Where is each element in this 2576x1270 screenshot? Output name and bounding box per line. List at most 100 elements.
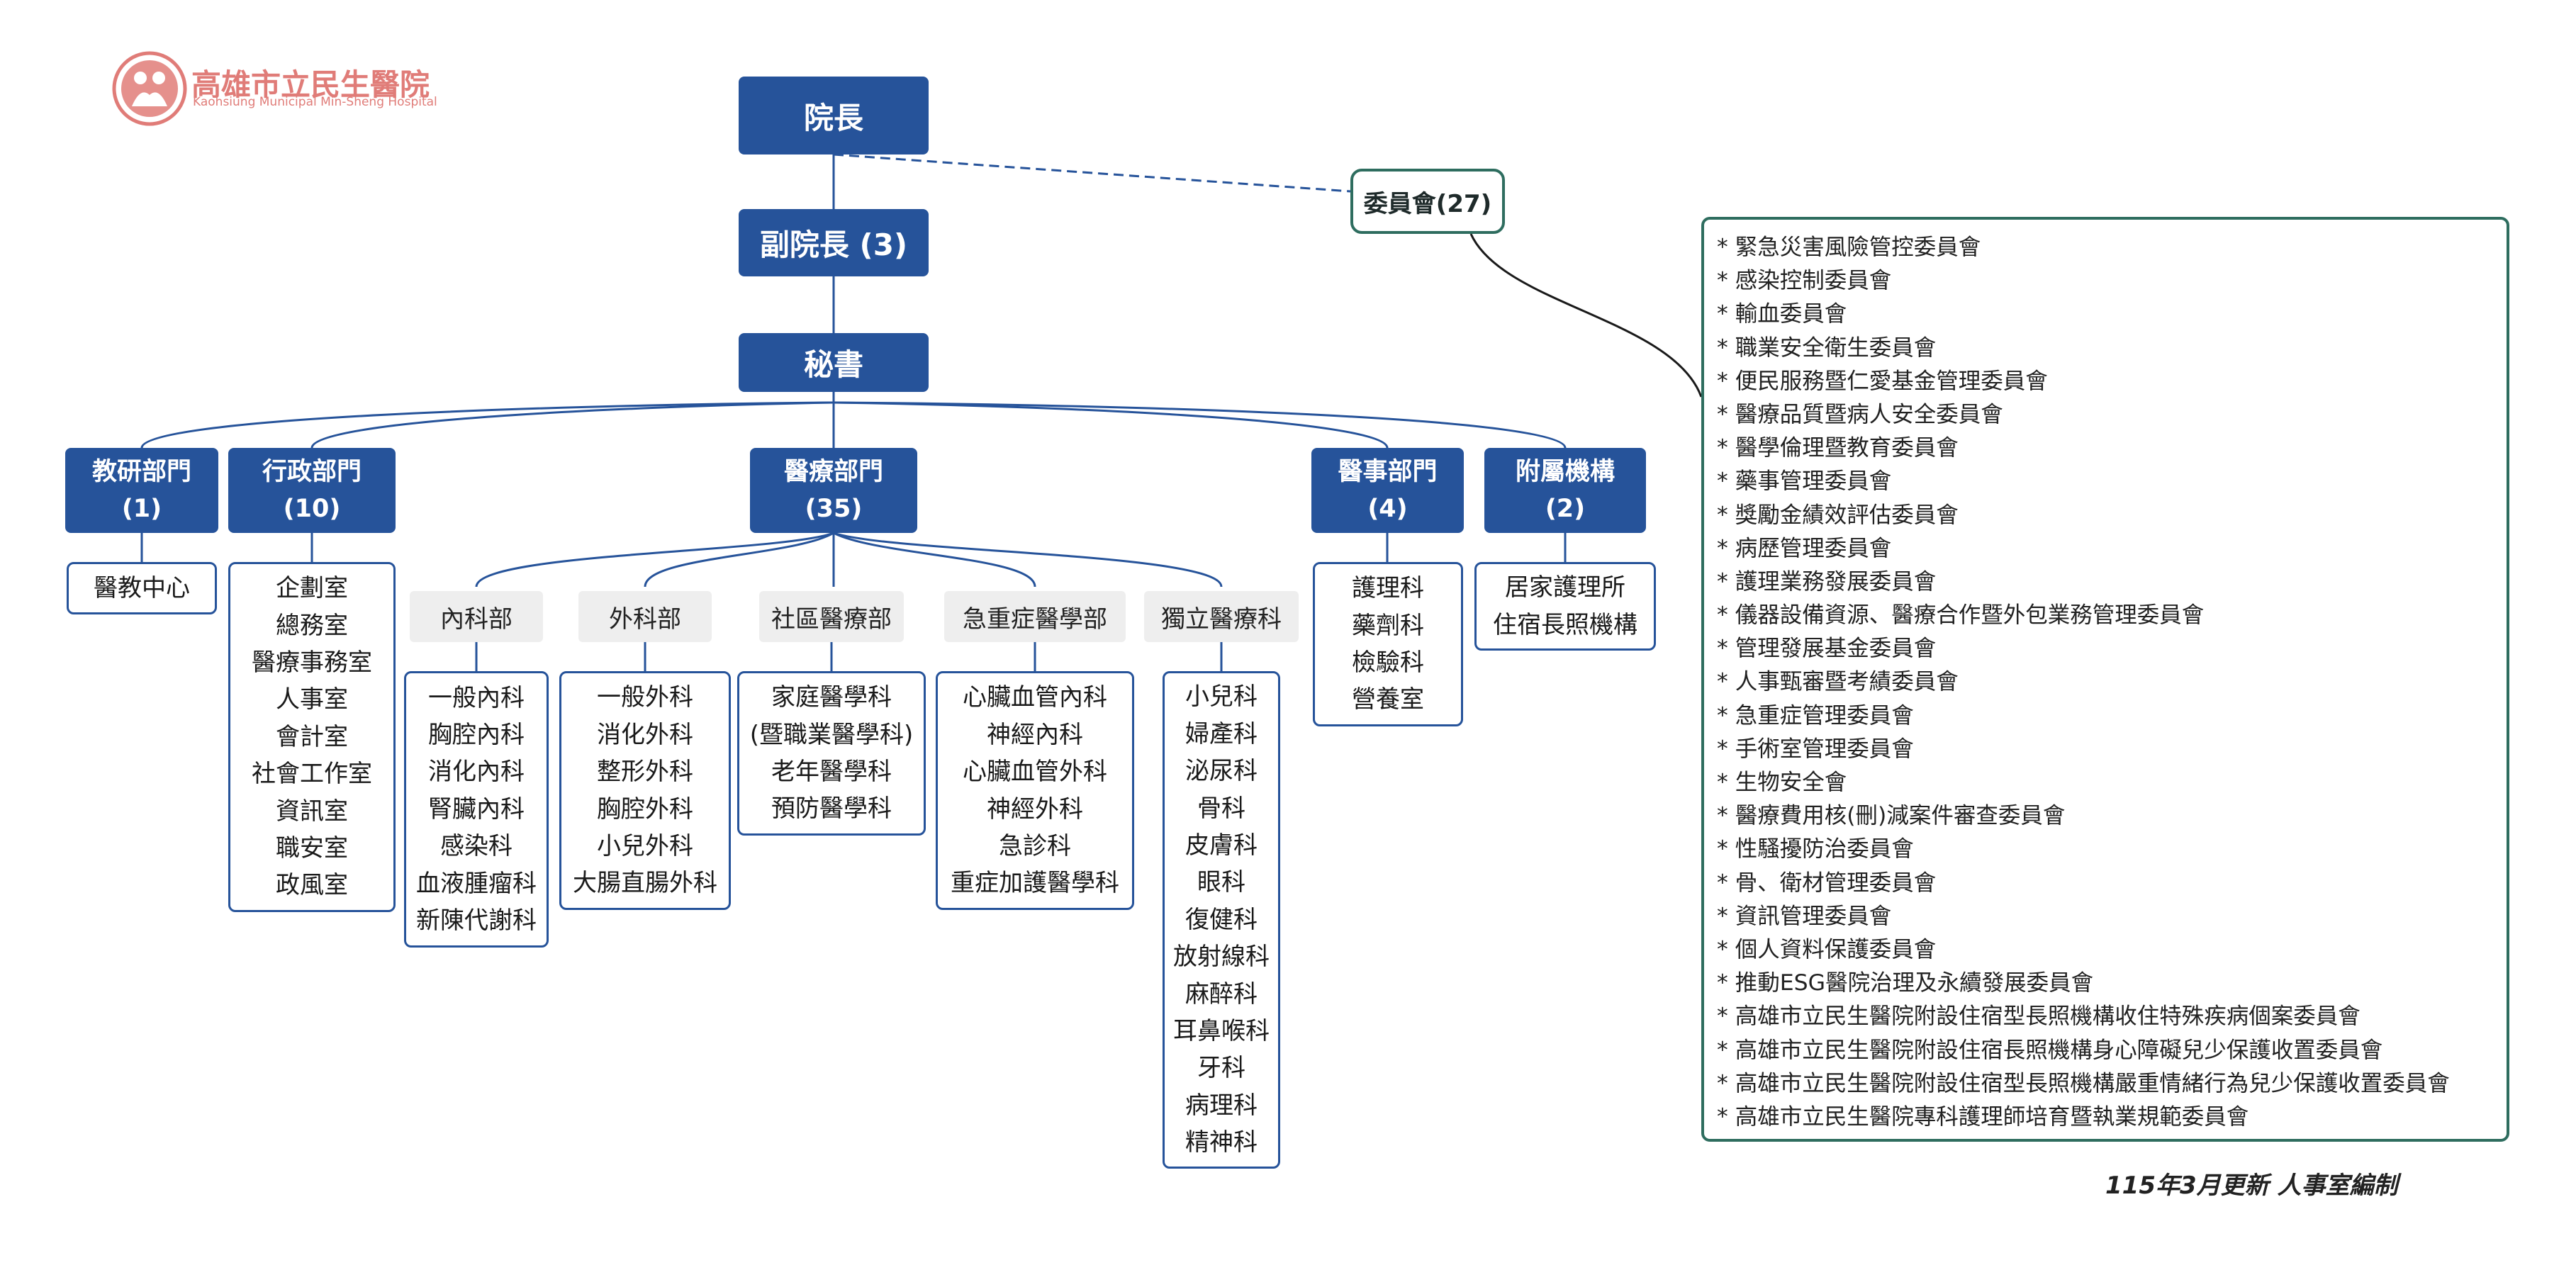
vice-director-box: 副院長 (3) [739,209,929,276]
committee-item: * 緊急災害風險管控委員會 [1717,235,1981,260]
unit-item: 總務室 [276,611,348,640]
unit-item: 胸腔內科 [428,720,525,749]
committee-item: * 骨、衛材管理委員會 [1717,870,1937,896]
unit-item: 精神科 [1185,1128,1258,1157]
internal-medicine-units-list: 一般內科 胸腔內科 消化內科 腎臟內科 感染科 血液腫瘤科 新陳代謝科 [404,671,549,948]
link-internal [475,532,834,588]
dept-count: (35) [805,495,863,523]
director-box: 院長 [739,77,929,154]
committee-item: * 性騷擾防治委員會 [1717,836,1914,862]
dept-teaching-research: 教研部門 (1) [65,448,218,533]
division-surgery: 外科部 [578,591,712,642]
unit-item: (暨職業醫學科) [749,720,914,749]
unit-item: 消化外科 [597,720,693,749]
unit-item: 人事室 [276,685,348,714]
committee-item: * 藥事管理委員會 [1717,468,1892,495]
dept-count: (10) [283,495,341,523]
link-surgery [644,532,834,588]
link-admin [310,401,834,449]
unit-item: 一般外科 [597,683,693,712]
committee-item: * 生物安全會 [1717,770,1847,795]
director-committee-dashed [833,153,1351,193]
unit-item: 眼科 [1197,868,1245,897]
unit-item: 泌尿科 [1185,757,1258,786]
unit-item: 營養室 [1352,685,1424,714]
unit-item: 小兒科 [1185,682,1258,712]
committee-item: * 急重症管理委員會 [1717,702,1914,729]
committee-item: * 獎勵金績效評估委員會 [1717,502,1959,528]
committee-item: * 醫學倫理暨教育委員會 [1717,435,1959,461]
unit-item: 職安室 [276,834,348,863]
division-independent: 獨立醫療科 [1144,591,1299,642]
admin-units-list: 企劃室 總務室 醫療事務室 人事室 會計室 社會工作室 資訊室 職安室 政風室 [228,562,396,912]
unit-item: 醫療事務室 [252,648,372,677]
unit-item: 骨科 [1197,794,1245,823]
committee-item: * 醫療品質暨病人安全委員會 [1717,401,2003,427]
unit-item: 社會工作室 [252,760,372,789]
unit-item: 大腸直腸外科 [573,869,717,898]
unit-item: 檢驗科 [1352,648,1424,677]
unit-item: 新陳代謝科 [416,906,537,935]
unit-item: 居家護理所 [1505,573,1625,602]
committee-list: * 緊急災害風險管控委員會 * 感染控制委員會 * 輸血委員會 * 職業安全衛生… [1701,217,2509,1142]
unit-item: 家庭醫學科 [771,683,892,712]
unit-item: 消化內科 [428,758,525,787]
unit-item: 麻醉科 [1185,979,1258,1008]
dept-name: 醫事部門 [1338,458,1438,486]
unit-item: 皮膚科 [1185,831,1258,860]
dept-name: 醫療部門 [783,458,883,486]
committee-item: * 儀器設備資源、醫療合作暨外包業務管理委員會 [1717,602,2205,629]
committee-item: * 醫療費用核(刪)減案件審查委員會 [1717,803,2066,829]
link-critical [833,532,1036,588]
dept-name: 行政部門 [262,458,362,486]
unit-item: 一般內科 [428,683,525,712]
committee-item: * 輸血委員會 [1717,301,1847,327]
unit-item: 腎臟內科 [428,794,525,824]
unit-item: 神經內科 [987,720,1083,749]
link-medical-affairs [833,401,1389,449]
dept-medical-affairs: 醫事部門 (4) [1311,448,1464,533]
unit-item: 神經外科 [987,794,1083,824]
committee-item: * 資訊管理委員會 [1717,903,1892,929]
dept-count: (4) [1367,495,1408,523]
teaching-units-list: 醫教中心 [67,562,217,614]
committee-item: * 推動ESG醫院治理及永續發展委員會 [1717,970,2094,996]
unit-item: 復健科 [1185,905,1258,934]
affiliated-units-list: 居家護理所 住宿長照機構 [1474,562,1656,651]
dept-count: (1) [121,495,162,523]
unit-item: 資訊室 [276,797,348,826]
surgery-units-list: 一般外科 消化外科 整形外科 胸腔外科 小兒外科 大腸直腸外科 [559,671,731,910]
unit-item: 重症加護醫學科 [951,869,1119,898]
dept-count: (2) [1545,495,1586,523]
dept-name: 附屬機構 [1515,458,1615,486]
unit-item: 預防醫學科 [771,794,892,824]
committee-item: * 護理業務發展委員會 [1717,568,1937,595]
unit-item: 婦產科 [1185,719,1258,748]
committee-item: * 人事甄審暨考績委員會 [1717,669,1959,695]
unit-item: 耳鼻喉科 [1173,1017,1270,1046]
unit-item: 住宿長照機構 [1493,610,1637,639]
committee-item: * 高雄市立民生醫院附設住宿型長照機構收住特殊疾病個案委員會 [1717,1004,2361,1030]
committee-item: * 管理發展基金委員會 [1717,636,1937,662]
division-critical-care: 急重症醫學部 [944,591,1126,642]
unit-item: 小兒外科 [597,831,693,860]
unit-item: 政風室 [276,871,348,900]
unit-item: 感染科 [440,832,513,861]
unit-item: 藥劑科 [1352,611,1424,640]
committee-list-connector [1469,233,1703,398]
unit-item: 急診科 [999,831,1071,860]
link-affiliated [833,401,1567,449]
unit-item: 心臟血管外科 [963,758,1107,787]
division-internal-medicine: 內科部 [410,591,543,642]
update-note: 115年3月更新 人事室編制 [2105,1171,2398,1200]
unit-item: 老年醫學科 [771,758,892,786]
committee-item: * 病歷管理委員會 [1717,535,1892,561]
secretary-box: 秘書 [739,333,929,392]
unit-item: 企劃室 [276,574,348,603]
committee-item: * 便民服務暨仁愛基金管理委員會 [1717,368,2048,394]
unit-item: 胸腔外科 [597,794,693,824]
critical-care-units-list: 心臟血管內科 神經內科 心臟血管外科 神經外科 急診科 重症加護醫學科 [936,671,1134,910]
dept-medical: 醫療部門 (35) [750,448,917,533]
community-medicine-units-list: 家庭醫學科 (暨職業醫學科) 老年醫學科 預防醫學科 [737,671,926,836]
